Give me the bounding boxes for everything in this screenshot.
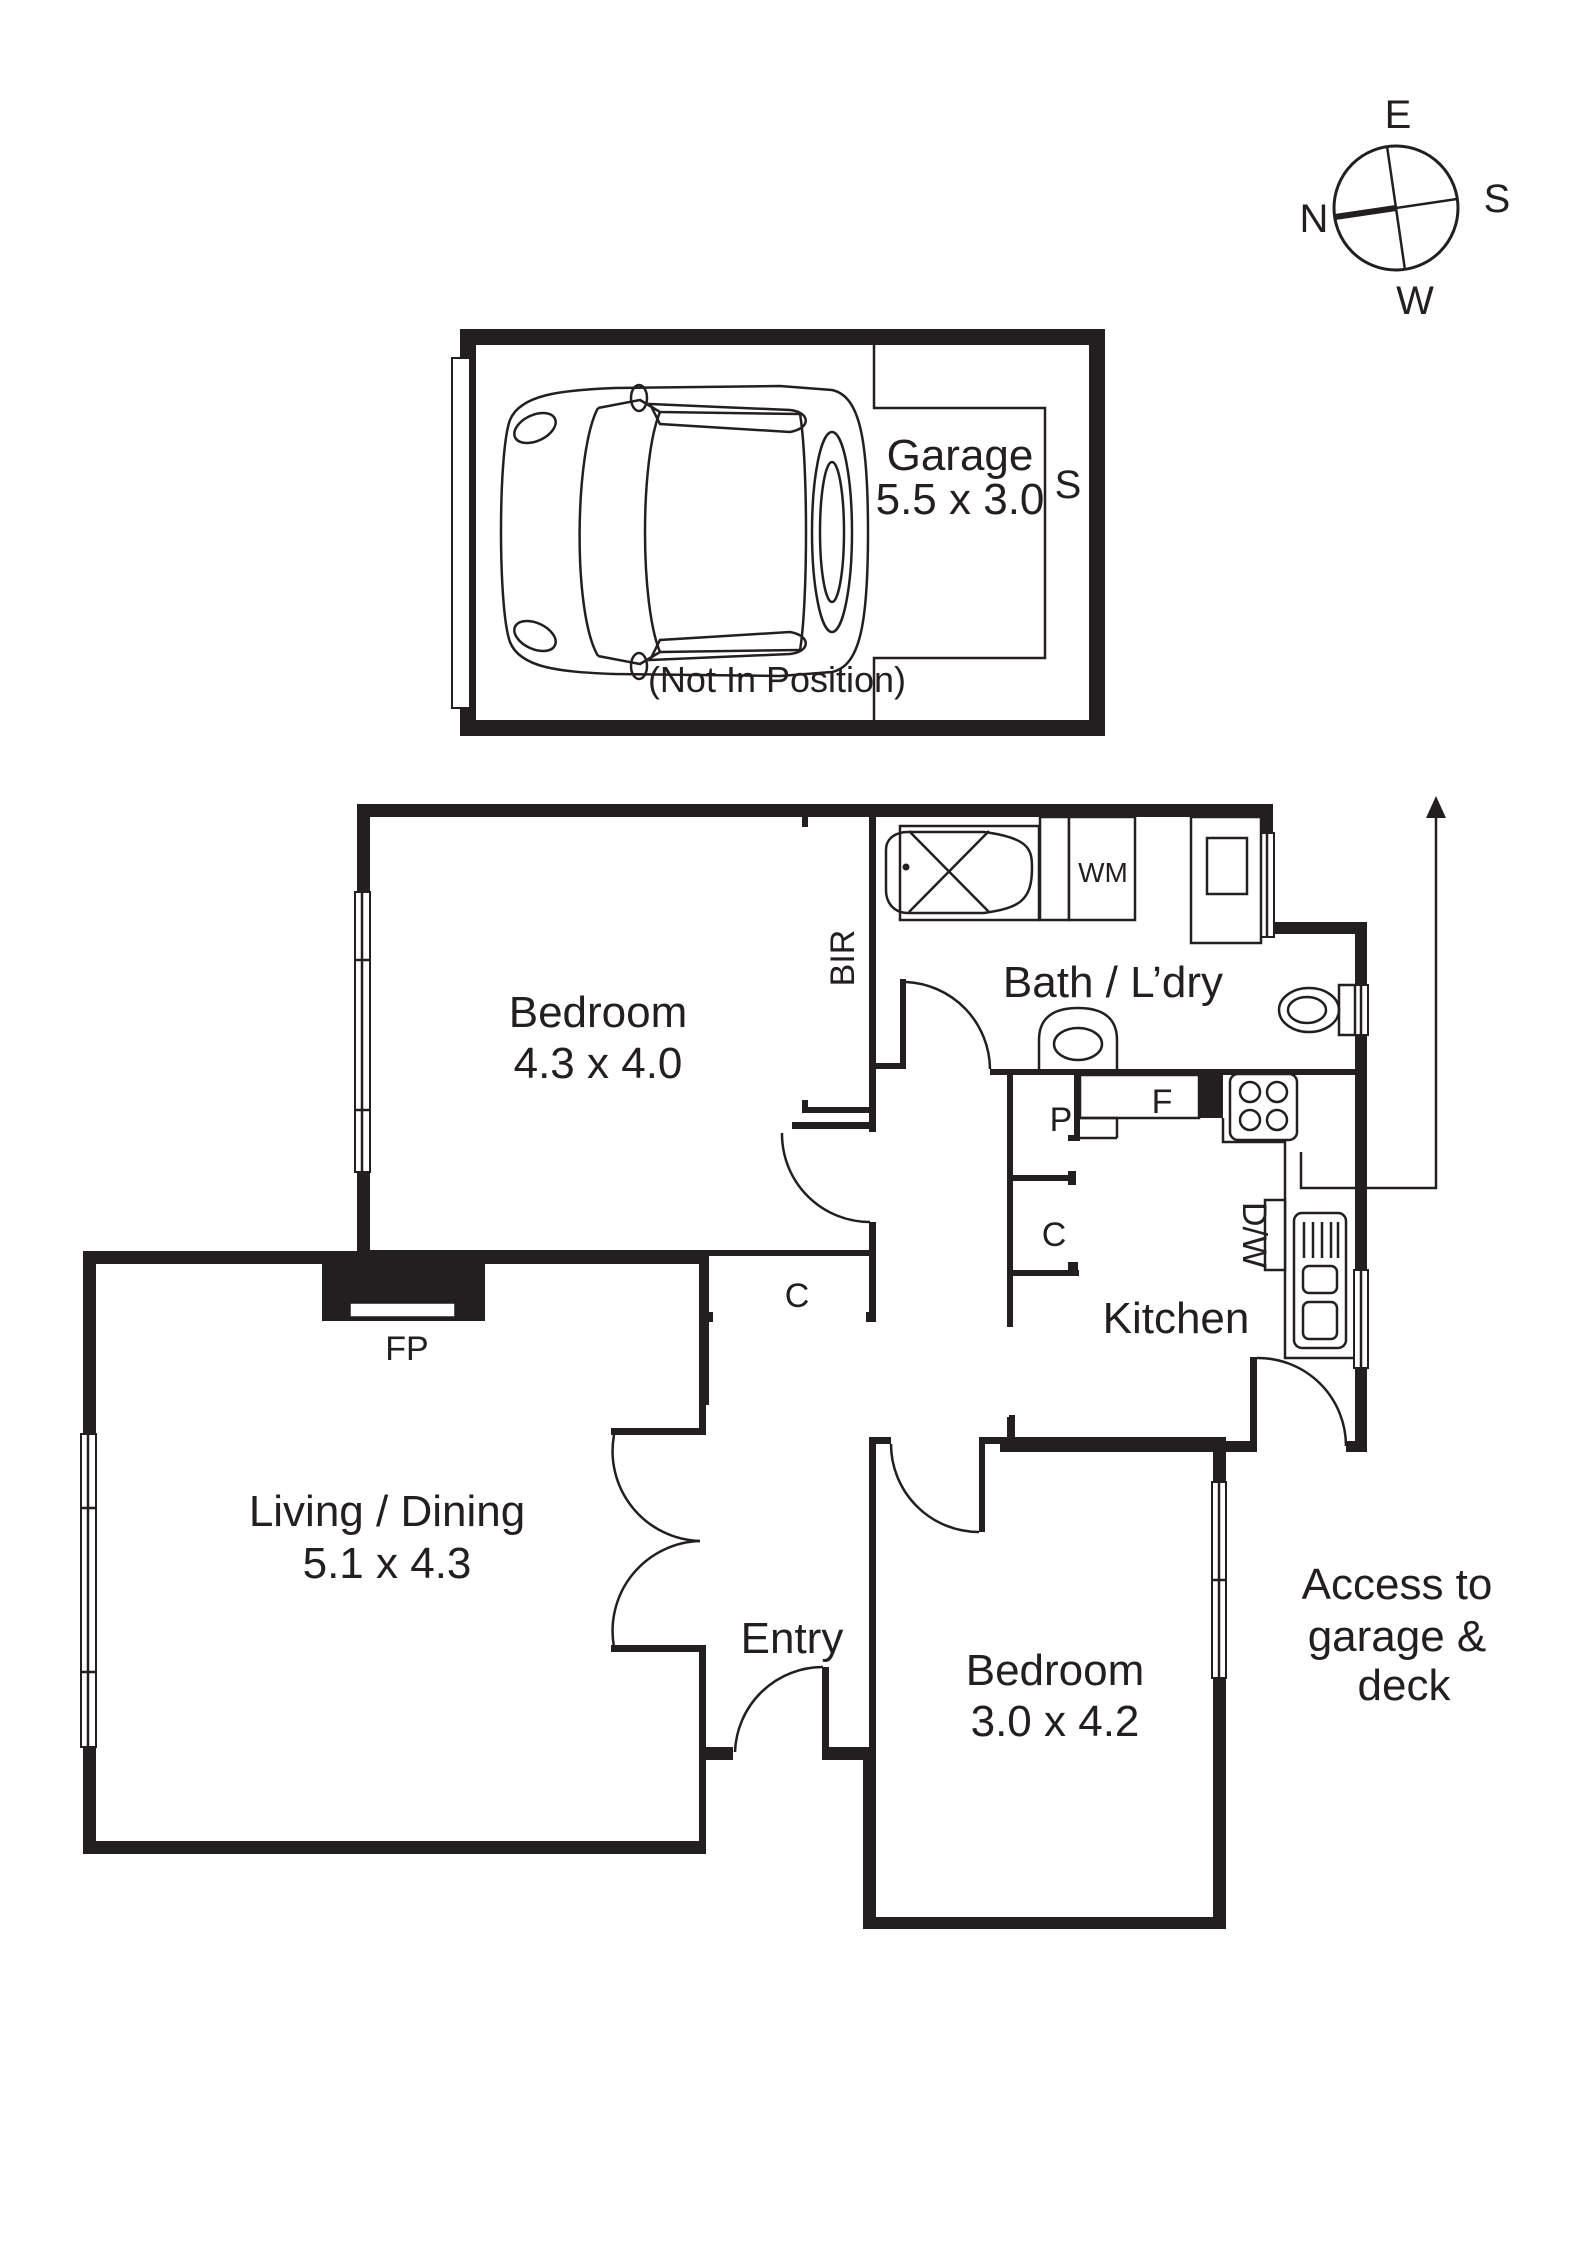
cooktop-icon bbox=[1228, 1072, 1299, 1142]
compass-north-needle bbox=[1334, 205, 1397, 220]
fireplace-label: FP bbox=[385, 1330, 428, 1368]
living-dining-name: Living / Dining bbox=[249, 1487, 525, 1536]
compass-west-label: W bbox=[1396, 279, 1434, 323]
washing-machine bbox=[1067, 815, 1137, 922]
compass-south-label: S bbox=[1484, 177, 1511, 221]
kitchen-cupboard-label: C bbox=[1042, 1216, 1067, 1254]
sink-icon bbox=[1292, 1211, 1348, 1350]
doors bbox=[611, 980, 1348, 1753]
bedroom2-name: Bedroom bbox=[966, 1646, 1145, 1695]
bir-label: BIR bbox=[824, 930, 862, 987]
access-line-2: garage & bbox=[1308, 1612, 1487, 1661]
compass-ring bbox=[1332, 144, 1460, 272]
dishwasher bbox=[1263, 1198, 1287, 1272]
toilet-icon bbox=[1277, 986, 1341, 1034]
door-living-bottom bbox=[611, 1539, 701, 1648]
entry-label: Entry bbox=[741, 1614, 844, 1663]
access-path: Access to garage & deck bbox=[1299, 796, 1493, 1710]
garage-storage-outline bbox=[872, 345, 1047, 720]
door-bath bbox=[905, 980, 992, 1070]
vanity bbox=[1189, 815, 1263, 945]
bedroom2-size: 3.0 x 4.2 bbox=[971, 1697, 1140, 1746]
door-bedroom1 bbox=[780, 1132, 871, 1224]
access-line-3: deck bbox=[1358, 1661, 1452, 1710]
door-living-top bbox=[611, 1434, 701, 1543]
kitchen-bench bbox=[1080, 1116, 1355, 1360]
garage-name: Garage bbox=[887, 431, 1034, 480]
wm-label: WM bbox=[1078, 857, 1128, 888]
garage-door bbox=[451, 357, 471, 709]
kitchen-name: Kitchen bbox=[1103, 1294, 1250, 1343]
hall-cupboard-label: C bbox=[785, 1277, 810, 1315]
compass-north-label: N bbox=[1300, 197, 1329, 241]
garage-position-note: (Not In Position) bbox=[648, 659, 906, 700]
dishwasher-label: D/W bbox=[1235, 1202, 1273, 1268]
fixtures: WM F P C D/W bbox=[884, 815, 1357, 1360]
door-kitchen-side bbox=[1256, 1356, 1348, 1447]
bedroom1-name: Bedroom bbox=[509, 988, 688, 1037]
room-labels: Bedroom 4.3 x 4.0 BIR Bath / L’dry Kitch… bbox=[249, 930, 1250, 1746]
bedroom1-size: 4.3 x 4.0 bbox=[514, 1039, 683, 1088]
compass-axis-south bbox=[1395, 197, 1458, 210]
car-icon bbox=[499, 383, 870, 681]
pantry-label: P bbox=[1050, 1101, 1073, 1139]
living-dining-size: 5.1 x 4.3 bbox=[303, 1539, 472, 1588]
door-bedroom2 bbox=[889, 1443, 980, 1534]
compass: E N S W bbox=[1300, 93, 1511, 323]
compass-east-label: E bbox=[1385, 93, 1412, 137]
garage: Garage 5.5 x 3.0 S (Not In Position) bbox=[451, 329, 1105, 736]
garage-size: 5.5 x 3.0 bbox=[876, 475, 1045, 524]
door-entry bbox=[733, 1665, 824, 1753]
windows bbox=[80, 832, 1369, 1748]
fridge-label: F bbox=[1152, 1083, 1173, 1121]
bath-laundry-name: Bath / L’dry bbox=[1003, 958, 1223, 1007]
access-line-1: Access to bbox=[1302, 1560, 1493, 1609]
access-path-line bbox=[1299, 810, 1438, 1190]
garage-storage-label: S bbox=[1055, 463, 1082, 507]
fireplace-hearth bbox=[349, 1302, 456, 1318]
arrow-up-icon bbox=[1426, 796, 1446, 818]
